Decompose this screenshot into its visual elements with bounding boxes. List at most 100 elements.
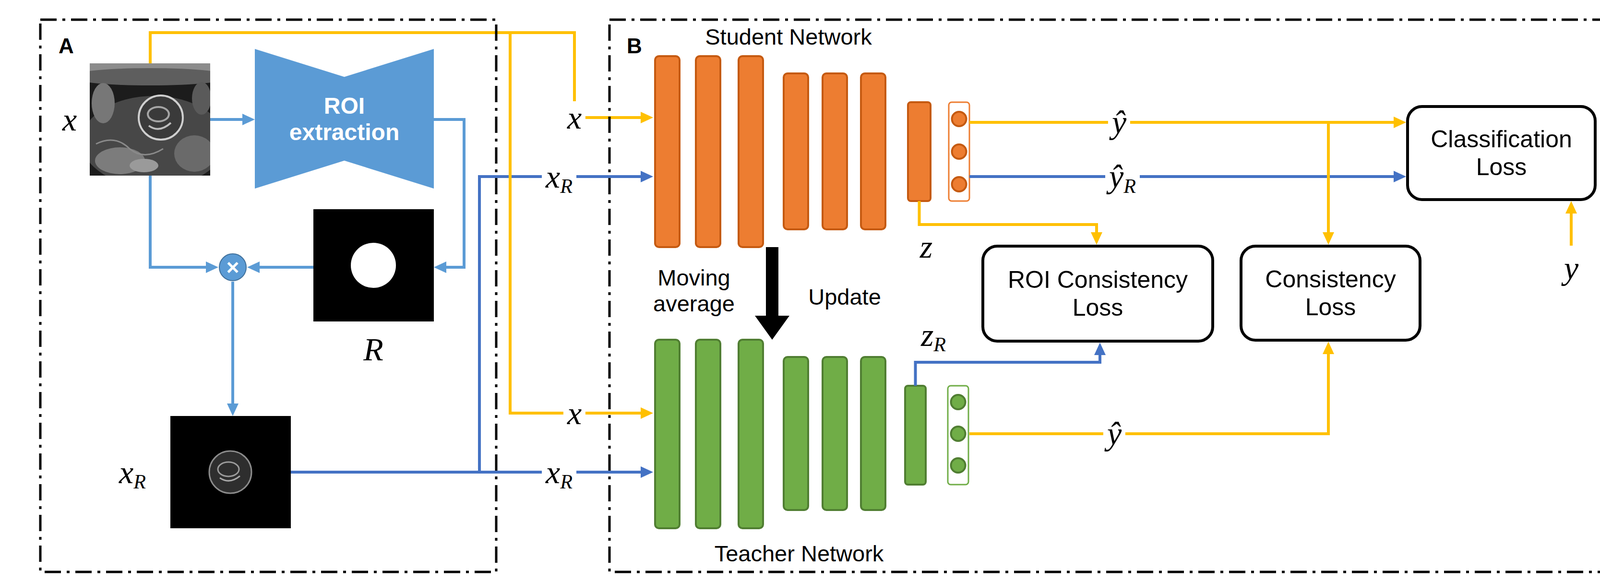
roi-image-text-base: x	[119, 453, 134, 491]
loss-box-border	[1241, 246, 1421, 341]
moving-average-label-holder: Moving average	[636, 264, 752, 317]
edge-label: x	[563, 396, 586, 430]
feature-label-holder: z	[919, 230, 933, 263]
connector	[290, 470, 641, 474]
panel-frame-text-holder: B	[626, 34, 643, 59]
feature-label: z	[919, 230, 933, 263]
mri-image	[89, 63, 211, 176]
loss-box-text-holder: Classification Loss	[1415, 125, 1588, 181]
feature-label-base: z	[920, 316, 934, 354]
loss-box: Consistency Loss	[1239, 244, 1422, 342]
teacher-network-layers	[655, 339, 969, 529]
panel-border	[609, 19, 1600, 573]
moving-average-label: Moving average	[636, 264, 752, 317]
feature-label-subscript: R	[933, 333, 946, 356]
teacher-network: Teacher Network	[653, 339, 970, 572]
loss-box: Classification Loss	[1406, 105, 1597, 202]
panel-frame: AxROI extractionR×xR	[38, 18, 498, 574]
multiply-node-text-holder: ×	[226, 254, 240, 281]
connector	[231, 281, 235, 404]
connector	[433, 119, 465, 268]
input-image-text-holder: x	[62, 103, 77, 136]
connector	[969, 355, 1100, 363]
edge-label: x	[563, 101, 586, 134]
edge-label-holder: xR	[541, 455, 577, 489]
update-label-holder: Update	[808, 284, 882, 311]
edge-label-holder: x	[563, 396, 586, 430]
edge-label-holder: x	[563, 101, 586, 134]
connector	[259, 265, 314, 269]
edge-label-base: x	[545, 453, 561, 491]
edge-label: xR	[541, 455, 577, 489]
student-network-layers	[655, 56, 970, 248]
target-label-holder: y	[1564, 251, 1579, 285]
roi-extraction-block-text: ROI extraction	[272, 92, 417, 145]
roi-mask: R	[313, 209, 434, 322]
feature-wire	[915, 362, 970, 386]
multiply-node-text: ×	[226, 254, 240, 281]
edge-label: ŷ	[1108, 106, 1131, 139]
edge-label-subscript: R	[560, 174, 573, 198]
roi-image-text: xR	[119, 455, 146, 489]
loss-box: ROI Consistency Loss	[981, 244, 1215, 343]
label-arrow	[1569, 213, 1573, 246]
loss-box-border	[982, 246, 1213, 342]
roi-extraction-block-text-holder: ROI extraction	[272, 92, 417, 145]
edge-label-base: ŷ	[1109, 158, 1124, 195]
loss-box-text: ROI Consistency Loss	[991, 266, 1205, 322]
loss-box-border	[1407, 106, 1596, 200]
feature-label-holder: zR	[920, 318, 946, 352]
roi-extraction-shape	[254, 48, 434, 189]
roi-mask-text: R	[363, 333, 384, 366]
connector	[765, 247, 779, 316]
teacher-network-text: Teacher Network	[714, 540, 884, 567]
loss-box-text: Consistency Loss	[1249, 265, 1412, 322]
connector	[210, 118, 243, 121]
edge-label-holder: ŷR	[1105, 160, 1140, 193]
edge-label: xR	[541, 160, 577, 193]
panel-border	[40, 19, 497, 573]
student-network-text: Student Network	[704, 23, 872, 50]
edge-label-base: x	[545, 158, 561, 195]
edge-label: ŷ	[1103, 417, 1126, 451]
roi-image	[170, 416, 291, 529]
panel-frame-text: B	[626, 34, 643, 59]
input-image-text: x	[62, 103, 77, 136]
connector	[969, 354, 1329, 434]
connector-group	[150, 32, 1394, 473]
edge-label-subscript: R	[560, 470, 573, 493]
edge-label: ŷR	[1105, 160, 1140, 193]
roi-image-text-holder: xR	[119, 455, 146, 489]
edge-label-subscript: R	[1123, 174, 1136, 198]
feature-wire	[919, 201, 970, 225]
panel-frame-text: A	[58, 34, 74, 59]
update-label: Update	[808, 284, 882, 311]
panel-frame-text-holder: A	[58, 34, 74, 59]
student-network: Student Network	[653, 19, 970, 248]
roi-image: xR	[170, 416, 291, 529]
input-image: x	[89, 63, 211, 176]
multiply-circle	[219, 253, 247, 281]
roi-extraction-block: ROI extraction	[254, 48, 434, 189]
connector	[150, 175, 206, 268]
panel-frame: B Student NetworkTeacher Network ROI Consi…	[608, 18, 1600, 574]
roi-mask-text-holder: R	[363, 333, 384, 366]
student-network-text-holder: Student Network	[704, 23, 872, 50]
feature-label: zR	[920, 318, 946, 352]
edge-label-holder: ŷ	[1108, 106, 1131, 139]
roi-image-text-subscript: R	[133, 470, 146, 493]
loss-box-text-holder: Consistency Loss	[1249, 265, 1412, 322]
connector	[969, 224, 1097, 233]
connector	[150, 32, 641, 414]
roi-extraction-block-outline	[254, 48, 434, 189]
roi-mask-image	[313, 209, 434, 322]
connector	[290, 176, 641, 473]
edge-label-holder: ŷ	[1103, 417, 1126, 451]
loss-box-text: Classification Loss	[1415, 125, 1588, 181]
target-label: y	[1564, 251, 1579, 285]
connector	[969, 122, 1329, 233]
multiply-node: ×	[218, 252, 248, 282]
